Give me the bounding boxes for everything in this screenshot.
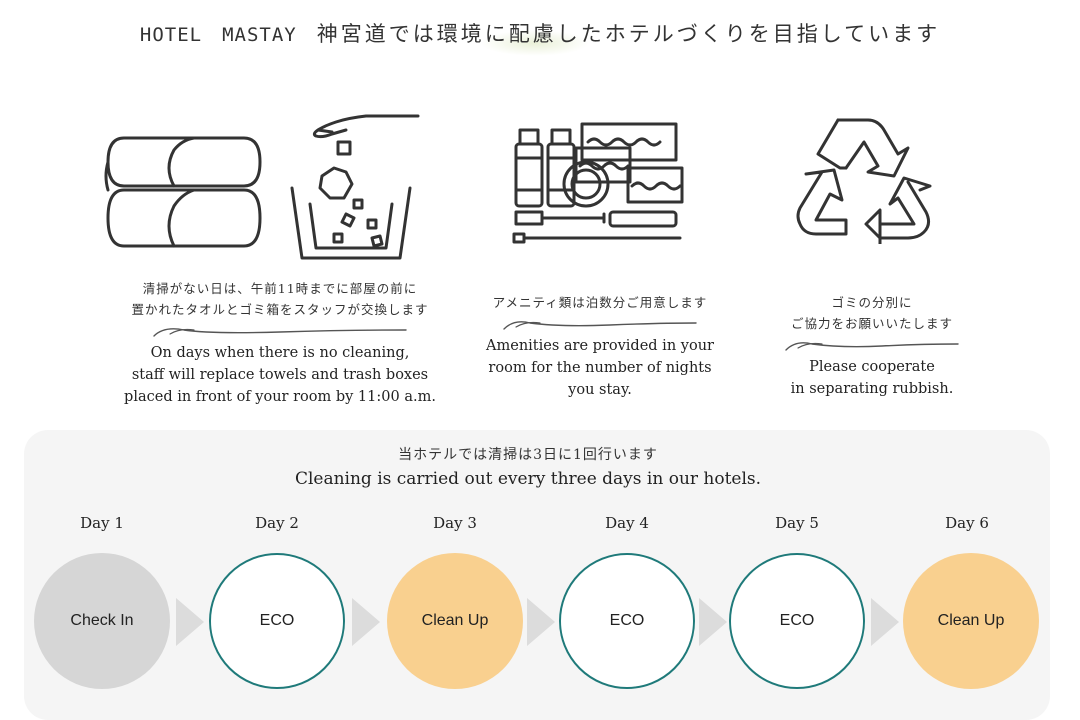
feature-en-line: staff will replace towels and trash boxe… [131,367,429,383]
arrow-right-icon [527,598,555,646]
hotel-brand: HOTEL MASTAY [139,24,297,46]
swash-divider [503,321,697,330]
trash-box-icon [290,114,420,260]
day-status-eco: ECO [209,553,345,689]
feature-amenities: アメニティ類は泊数分ご用意します Amenities are provided … [460,292,740,401]
day-label: Day 4 [605,514,649,532]
day-label: Day 3 [433,514,477,532]
arrow-right-icon [176,598,204,646]
day-label: Day 1 [80,514,124,532]
arrow-right-icon [871,598,899,646]
arrow-right-icon [699,598,727,646]
day-status-eco: ECO [729,553,865,689]
recycle-icon [796,118,932,244]
amenities-icon [512,122,684,244]
feature-jp-line: ご協力をお願いいたします [790,316,953,331]
day-status-checkin: Check In [34,553,170,689]
feature-jp-line: 置かれたタオルとゴミ箱をスタッフが交換します [131,302,429,317]
tagline: 神宮道では環境に配慮したホテルづくりを目指しています [316,22,941,46]
feature-en-line: On days when there is no cleaning, [150,345,410,361]
schedule-title-en: Cleaning is carried out every three days… [294,469,762,489]
schedule-title-jp: 当ホテルでは清掃は3日に1回行います [398,447,658,463]
day-label: Day 6 [945,514,989,532]
day-label: Day 5 [775,514,819,532]
feature-en-line: you stay. [568,382,632,398]
header-highlight [480,30,590,56]
feature-jp-line: アメニティ類は泊数分ご用意します [492,295,708,310]
feature-en-line: Amenities are provided in your [486,338,714,354]
feature-en-line: in separating rubbish. [790,381,954,397]
day-status-clean-up: Clean Up [903,553,1039,689]
day-label: Day 2 [255,514,299,532]
cleaning-schedule-panel [24,430,1050,720]
feature-jp-line: 清掃がない日は、午前11時までに部屋の前に [142,281,418,296]
feature-jp-line: ゴミの分別に [831,295,913,310]
feature-en-line: room for the number of nights [488,360,712,376]
swash-divider [153,328,407,337]
swash-divider [785,342,959,351]
feature-towel-exchange: 清掃がない日は、午前11時までに部屋の前に 置かれたタオルとゴミ箱をスタッフが交… [100,278,460,408]
day-status-eco: ECO [559,553,695,689]
feature-en-line: placed in front of your room by 11:00 a.… [124,389,436,405]
arrow-right-icon [352,598,380,646]
folded-towels-icon [104,136,262,248]
day-status-clean-up: Clean Up [387,553,523,689]
feature-en-line: Please cooperate [809,359,935,375]
page-title: HOTEL MASTAY 神宮道では環境に配慮したホテルづくりを目指しています [0,18,1080,48]
feature-recycling: ゴミの分別に ご協力をお願いいたします Please cooperate in … [752,292,992,400]
